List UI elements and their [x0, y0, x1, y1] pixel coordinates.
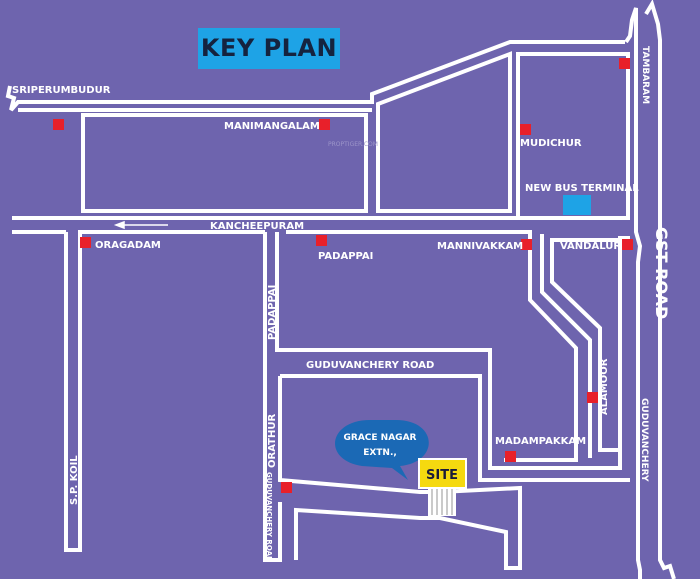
- road-gst-right: [644, 0, 676, 579]
- road-mannivakkam: [286, 230, 578, 462]
- label-guduvanchery-road: GUDUVANCHERY ROAD: [306, 360, 434, 371]
- road-gst-left: [624, 7, 643, 579]
- marker-manimangalam: [319, 119, 330, 130]
- marker-alamoor: [587, 392, 598, 403]
- marker-orathur: [281, 482, 292, 493]
- label-guduvanchery-road-vertical: GUDUVANCHERY ROAD: [265, 472, 273, 562]
- marker-tambaram: [619, 58, 630, 69]
- label-gst-road: GST ROAD: [652, 227, 671, 319]
- label-mannivakkam: MANNIVAKKAM: [437, 241, 523, 252]
- markers: [53, 58, 633, 493]
- bubble-line2: EXTN.,: [363, 448, 397, 458]
- road-sp-koil: [64, 230, 265, 552]
- label-guduvanchery: GUDUVANCHERY: [639, 398, 649, 482]
- marker-mannivakkam: [521, 239, 532, 250]
- marker-sriperumbudur: [53, 119, 64, 130]
- page-title: KEY PLAN: [200, 34, 338, 62]
- label-mudichur: MUDICHUR: [520, 138, 582, 149]
- bubble-line1: GRACE NAGAR: [344, 433, 417, 443]
- marker-vandalur: [622, 239, 633, 250]
- marker-madampakkam: [505, 451, 516, 462]
- bus-terminal-square: [563, 195, 591, 215]
- road-vandalur-down: [550, 240, 618, 452]
- marker-padappai: [316, 235, 327, 246]
- site-label-box: [418, 458, 467, 489]
- site-marker: SITE: [418, 458, 467, 516]
- label-tambaram: TAMBARAM: [640, 46, 650, 104]
- road-guduvanchery-lower: [280, 374, 630, 482]
- marker-mudichur: [520, 124, 531, 135]
- label-sriperumbudur: SRIPERUMBUDUR: [12, 85, 111, 96]
- block-manimangalam: [81, 113, 368, 213]
- road-sriperumbudur: [5, 40, 625, 112]
- label-kancheepuram: KANCHEEPURAM: [210, 221, 304, 232]
- direction-arrow: [113, 220, 168, 230]
- label-vandalur: VANDALUR: [560, 241, 621, 252]
- grace-nagar-bubble: GRACE NAGAR EXTN.,: [335, 420, 429, 480]
- label-padappai: PADAPPAI: [318, 251, 373, 262]
- title-box: [198, 28, 340, 69]
- label-orathur: ORATHUR: [267, 414, 278, 468]
- road-padappai: [263, 232, 282, 562]
- block-middle: [376, 51, 512, 213]
- label-sp-koil: S.P. KOIL: [69, 455, 80, 505]
- label-madampakkam: MADAMPAKKAM: [495, 436, 586, 447]
- road-orathur-lower: [278, 376, 522, 570]
- marker-oragadam: [80, 237, 91, 248]
- site-label: SITE: [426, 468, 458, 483]
- label-manimangalam: MANIMANGALAM: [224, 121, 320, 132]
- label-padappai-road: PADAPPAI: [267, 285, 278, 340]
- label-new-bus-terminal: NEW BUS TERMINAL: [525, 183, 639, 194]
- watermark: PROPTIGER.COM: [328, 141, 378, 148]
- road-alamoor: [540, 234, 592, 458]
- label-oragadam: ORAGADAM: [95, 240, 161, 251]
- label-alamoor: ALAMOOR: [599, 358, 610, 415]
